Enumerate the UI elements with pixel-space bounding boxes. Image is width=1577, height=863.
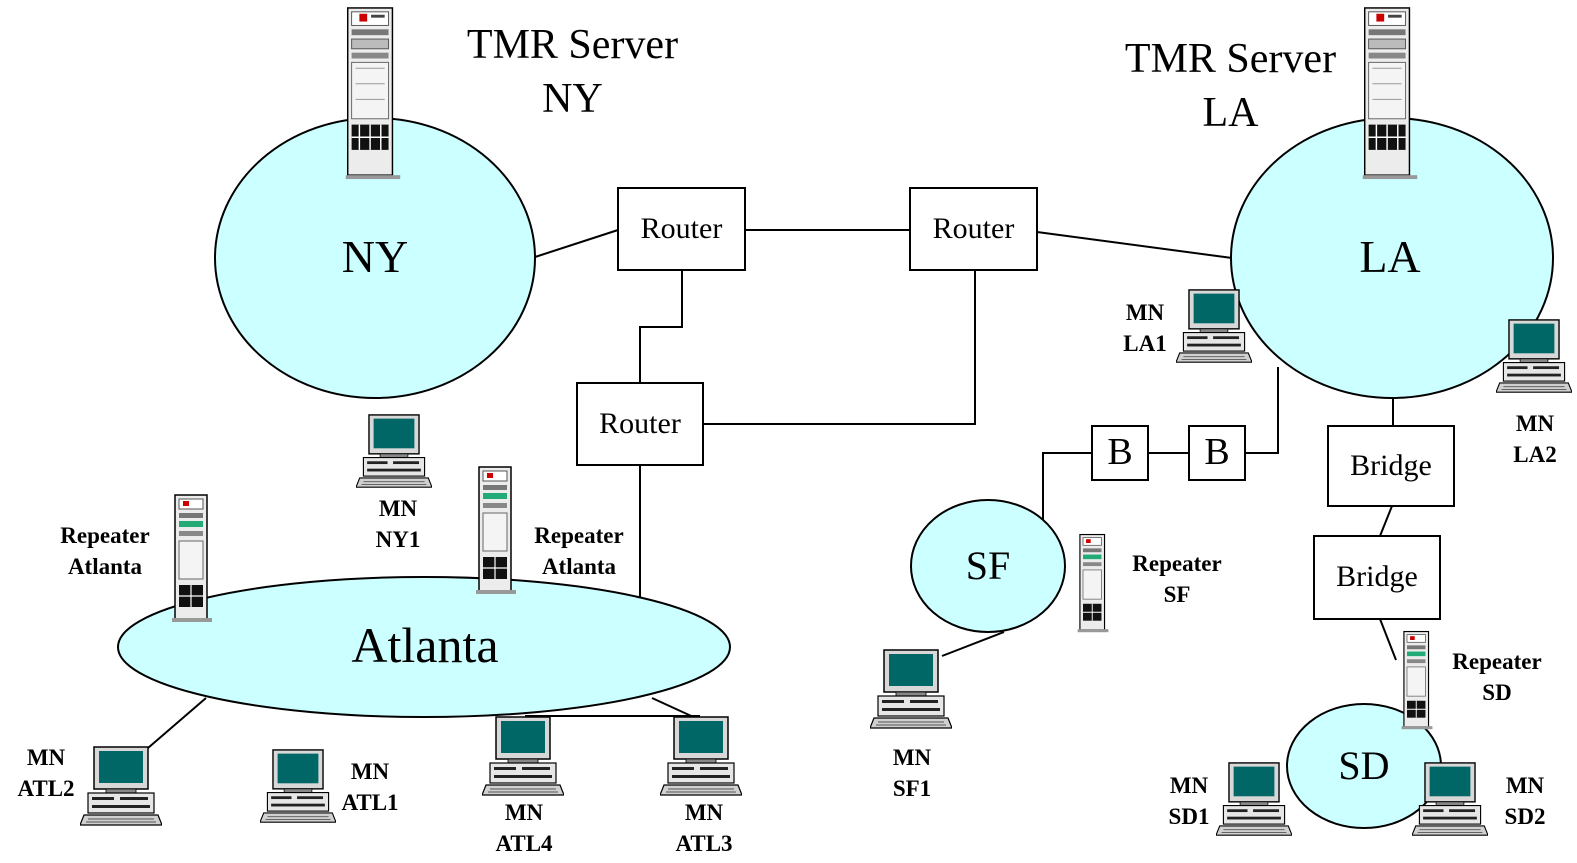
node-label-atl2: MN ATL2: [17, 745, 75, 801]
node-label-ny1: MN NY1: [375, 496, 421, 552]
computer-icon: [870, 649, 952, 729]
network-label-atlanta: Atlanta: [351, 617, 499, 673]
repeater-label-atlanta-right: Repeater Atlanta: [534, 523, 624, 579]
computer-icon: [660, 716, 742, 796]
router-label-1: Router: [640, 212, 723, 245]
bridge-box-b1: [1091, 425, 1149, 481]
repeater-server-icon: [1400, 630, 1434, 730]
network-atlanta: [117, 576, 731, 718]
bridge-label-1: Bridge: [1350, 449, 1432, 482]
server-label-ny: TMR Server NY: [466, 22, 679, 122]
computer-icon: [260, 749, 336, 823]
network-label-sd: SD: [1338, 743, 1390, 788]
network-label-sf: SF: [965, 543, 1011, 588]
computer-icon: [482, 716, 564, 796]
node-label-la2: MN LA2: [1513, 411, 1557, 467]
bridge-box-1: [1327, 425, 1455, 507]
repeater-server-icon: [1076, 533, 1110, 633]
router-box-1: [617, 187, 746, 271]
repeater-server-icon: [171, 494, 213, 623]
bridge-label-2: Bridge: [1336, 560, 1418, 593]
computer-icon: [1216, 762, 1292, 836]
router-label-2: Router: [932, 212, 1015, 245]
network-label-la: LA: [1359, 231, 1421, 282]
bridge-box-2: [1313, 535, 1441, 620]
bridge-box-b2: [1188, 425, 1246, 481]
repeater-label-atlanta-left: Repeater Atlanta: [60, 523, 150, 579]
connection-lines: [147, 229, 1397, 749]
node-label-atl4: MN ATL4: [495, 800, 553, 856]
node-label-atl1: MN ATL1: [341, 759, 399, 815]
node-label-sf1: MN SF1: [892, 745, 932, 801]
network-sf: [910, 499, 1066, 633]
computer-icon: [356, 414, 432, 488]
node-label-sd1: MN SD1: [1168, 773, 1210, 829]
bridge-label-b1: B: [1107, 431, 1133, 473]
server-icon: [344, 6, 402, 181]
repeater-label-sf: Repeater SF: [1132, 551, 1222, 607]
server-label-la: TMR Server LA: [1124, 36, 1337, 136]
network-label-ny: NY: [341, 231, 409, 282]
server-icon: [1361, 6, 1419, 181]
node-label-la1: MN LA1: [1123, 300, 1167, 356]
node-label-sd2: MN SD2: [1504, 773, 1546, 829]
router-box-2: [909, 187, 1038, 271]
router-box-3: [576, 382, 704, 466]
repeater-label-sd: Repeater SD: [1452, 649, 1542, 705]
node-label-atl3: MN ATL3: [675, 800, 733, 856]
repeater-server-icon: [475, 466, 517, 595]
bridge-label-b2: B: [1204, 431, 1230, 473]
router-label-3: Router: [599, 407, 681, 440]
computer-icon: [80, 746, 162, 826]
